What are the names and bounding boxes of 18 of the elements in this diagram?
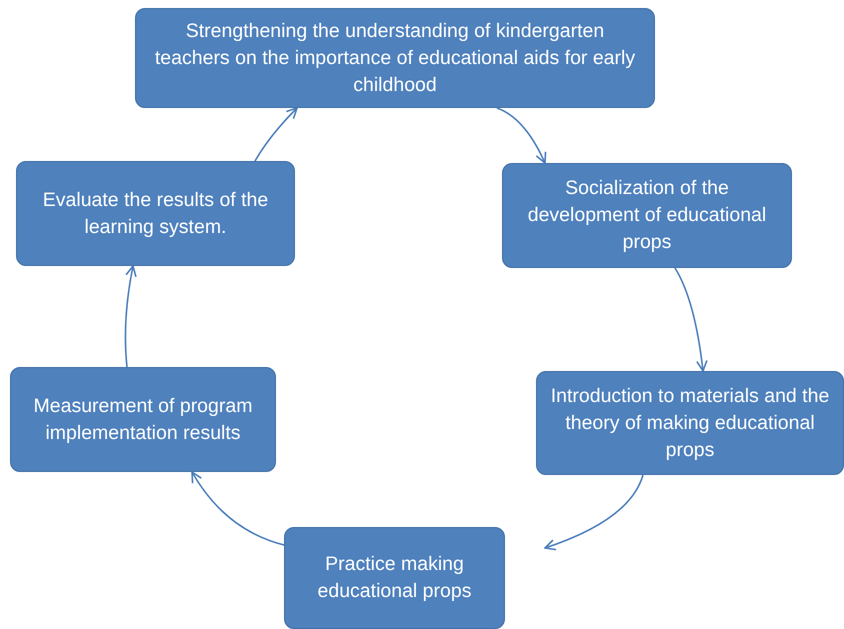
curved-arrow <box>254 107 298 162</box>
process-box <box>536 371 844 475</box>
box-text: Socialization of the development of educational props <box>526 176 768 255</box>
box-text: Introduction to materials and the theory of making educational props <box>550 384 830 462</box>
process-box <box>10 367 276 472</box>
curved-arrow <box>674 268 708 372</box>
curved-arrow <box>191 471 284 546</box>
curved-arrow <box>496 107 546 164</box>
box-text: Practice making educational props <box>316 552 472 604</box>
process-box <box>16 161 295 266</box>
process-box <box>284 527 505 629</box>
box-text: Measurement of program implementation results <box>32 394 254 446</box>
box-text: Strengthening the understanding of kindergarten teachers on the importance of educational aids for early childhood <box>154 18 636 98</box>
box-text: Evaluate the results of the learning system. <box>42 188 270 240</box>
process-box <box>135 8 655 108</box>
curved-arrow <box>124 265 137 368</box>
process-box <box>502 163 792 268</box>
curved-arrow <box>544 474 644 550</box>
